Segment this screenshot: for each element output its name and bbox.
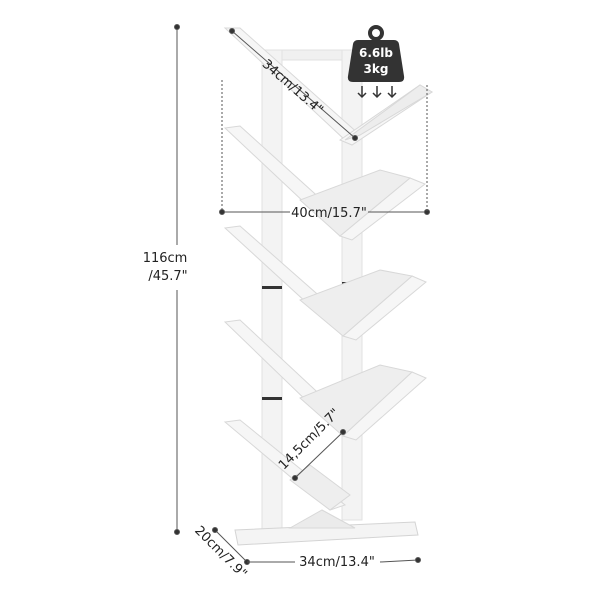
- down-arrows-icon: [357, 86, 397, 99]
- base-width-label: 34cm/13.4": [299, 555, 375, 570]
- height-label-in: /45.7": [148, 269, 187, 284]
- weight-icon: [347, 25, 405, 82]
- base: [234, 509, 419, 546]
- width-label: 40cm/15.7": [291, 206, 367, 221]
- height-label-cm: 116cm: [143, 251, 188, 266]
- weight-lb: 6.6lb: [359, 46, 393, 60]
- dimension-lines: [174, 24, 430, 565]
- weight-kg: 3kg: [364, 62, 389, 76]
- shelves: [223, 27, 433, 511]
- shelf-depth-label: 14,5cm/5.7": [276, 406, 343, 473]
